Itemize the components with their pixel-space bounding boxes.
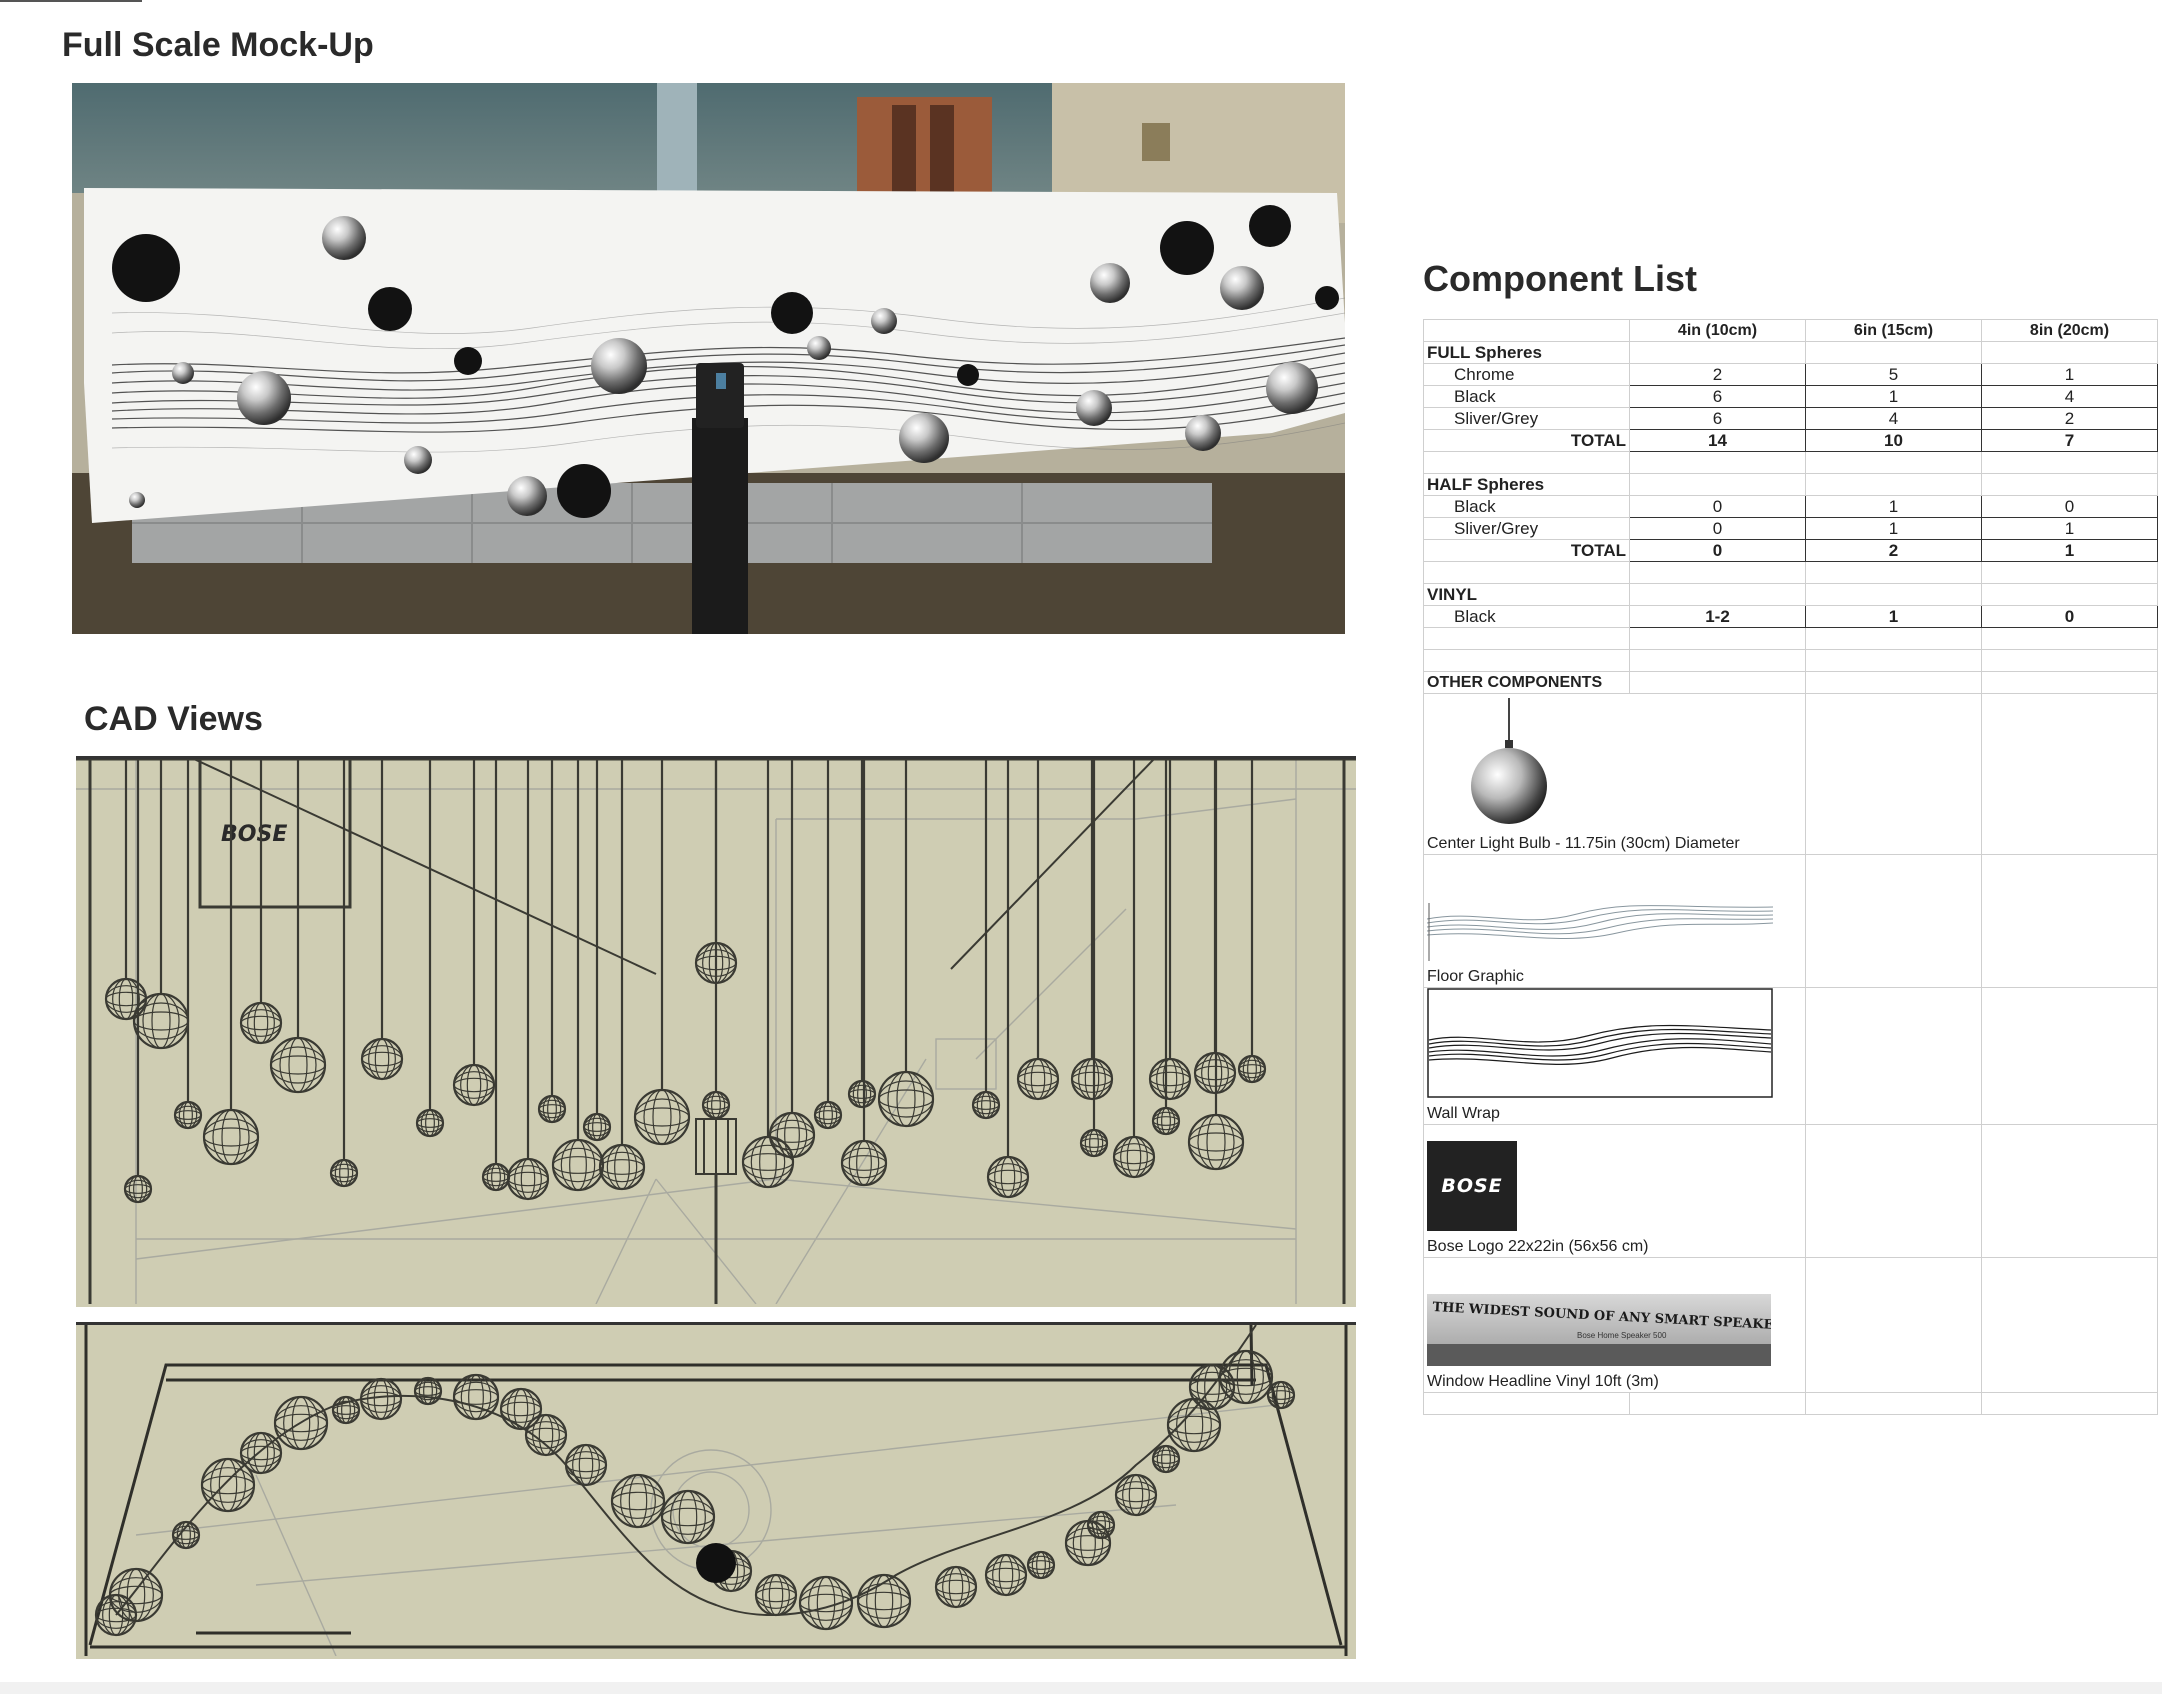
component-caption: Center Light Bulb - 11.75in (30cm) Diame…: [1427, 835, 1740, 852]
component-item: Wall Wrap: [1423, 987, 2158, 1125]
section-label: HALF Spheres: [1423, 473, 1630, 496]
cell-value: 4: [1805, 407, 1982, 430]
top-rule: [0, 0, 142, 2]
cell-value: 1: [1981, 517, 2158, 540]
cad-top-view: [76, 1322, 1356, 1659]
total-value: 7: [1981, 429, 2158, 452]
cell-value: 1-2: [1629, 605, 1806, 628]
cell-value: 0: [1981, 605, 2158, 628]
table-header-row: 4in (10cm) 6in (15cm) 8in (20cm): [1423, 319, 2158, 342]
table-row: Sliver/Grey 0 1 1: [1423, 517, 2158, 540]
page-bottom-band: [0, 1682, 2162, 1694]
section-row: HALF Spheres: [1423, 473, 2158, 496]
cell-value: 6: [1629, 385, 1806, 408]
size-header: 8in (20cm): [1981, 319, 2158, 342]
total-label: TOTAL: [1423, 539, 1630, 562]
section-row: FULL Spheres: [1423, 341, 2158, 364]
table-row: Sliver/Grey 6 4 2: [1423, 407, 2158, 430]
cell-value: 1: [1981, 363, 2158, 386]
window-headline-image: THE WIDEST SOUND OF ANY SMART SPEAKER Bo…: [1427, 1294, 1771, 1366]
total-row: TOTAL 14 10 7: [1423, 429, 2158, 452]
component-item: BOSE Bose Logo 22x22in (56x56 cm): [1423, 1124, 2158, 1258]
total-row: TOTAL 0 2 1: [1423, 539, 2158, 562]
total-value: 1: [1981, 539, 2158, 562]
total-value: 2: [1805, 539, 1982, 562]
cell-value: 5: [1805, 363, 1982, 386]
cell-value: 6: [1629, 407, 1806, 430]
component-item: THE WIDEST SOUND OF ANY SMART SPEAKER Bo…: [1423, 1257, 2158, 1393]
cad-views-title: CAD Views: [84, 700, 263, 738]
section-label: OTHER COMPONENTS: [1423, 671, 1630, 694]
mockup-title: Full Scale Mock-Up: [62, 26, 374, 64]
total-value: 14: [1629, 429, 1806, 452]
mockup-photo: [72, 83, 1345, 634]
size-header: 4in (10cm): [1629, 319, 1806, 342]
section-row: OTHER COMPONENTS: [1423, 671, 2158, 694]
floor-graphic-image: [1427, 883, 1773, 961]
cell-value: 0: [1629, 517, 1806, 540]
row-label: Black: [1423, 385, 1630, 408]
bose-logo-tile: BOSE: [1427, 1141, 1517, 1231]
cell-value: 2: [1981, 407, 2158, 430]
row-label: Black: [1423, 495, 1630, 518]
table-row: Chrome 2 5 1: [1423, 363, 2158, 386]
wall-wrap-image: [1427, 988, 1773, 1098]
total-label: TOTAL: [1423, 429, 1630, 452]
section-row: VINYL: [1423, 583, 2158, 606]
row-label: Sliver/Grey: [1423, 407, 1630, 430]
component-item: Floor Graphic: [1423, 854, 2158, 988]
cell-value: 0: [1981, 495, 2158, 518]
size-header: 6in (15cm): [1805, 319, 1982, 342]
component-item: Center Light Bulb - 11.75in (30cm) Diame…: [1423, 693, 2158, 855]
cell-value: 1: [1805, 385, 1982, 408]
section-label: VINYL: [1423, 583, 1630, 606]
bose-logo-text: BOSE: [1441, 1175, 1503, 1197]
row-label: Sliver/Grey: [1423, 517, 1630, 540]
table-row: Black 6 1 4: [1423, 385, 2158, 408]
component-caption: Wall Wrap: [1427, 1105, 1500, 1122]
component-caption: Window Headline Vinyl 10ft (3m): [1427, 1373, 1659, 1390]
cell-value: 4: [1981, 385, 2158, 408]
headline-subtext: Bose Home Speaker 500: [1577, 1331, 1667, 1340]
component-caption: Bose Logo 22x22in (56x56 cm): [1427, 1238, 1649, 1255]
light-bulb-icon: [1471, 698, 1547, 824]
section-label: FULL Spheres: [1423, 341, 1630, 364]
cell-value: 1: [1805, 495, 1982, 518]
table-row: Black 1-2 1 0: [1423, 605, 2158, 628]
cell-value: 2: [1629, 363, 1806, 386]
row-label: Black: [1423, 605, 1630, 628]
total-value: 0: [1629, 539, 1806, 562]
row-label: Chrome: [1423, 363, 1630, 386]
cell-value: 1: [1805, 605, 1982, 628]
component-table: 4in (10cm) 6in (15cm) 8in (20cm) FULL Sp…: [1423, 319, 2158, 1415]
cell-value: 1: [1805, 517, 1982, 540]
total-value: 10: [1805, 429, 1982, 452]
table-row: Black 0 1 0: [1423, 495, 2158, 518]
cad-front-view: BOSE: [76, 756, 1356, 1307]
component-caption: Floor Graphic: [1427, 968, 1524, 985]
component-list-title: Component List: [1423, 258, 1697, 299]
cell-value: 0: [1629, 495, 1806, 518]
